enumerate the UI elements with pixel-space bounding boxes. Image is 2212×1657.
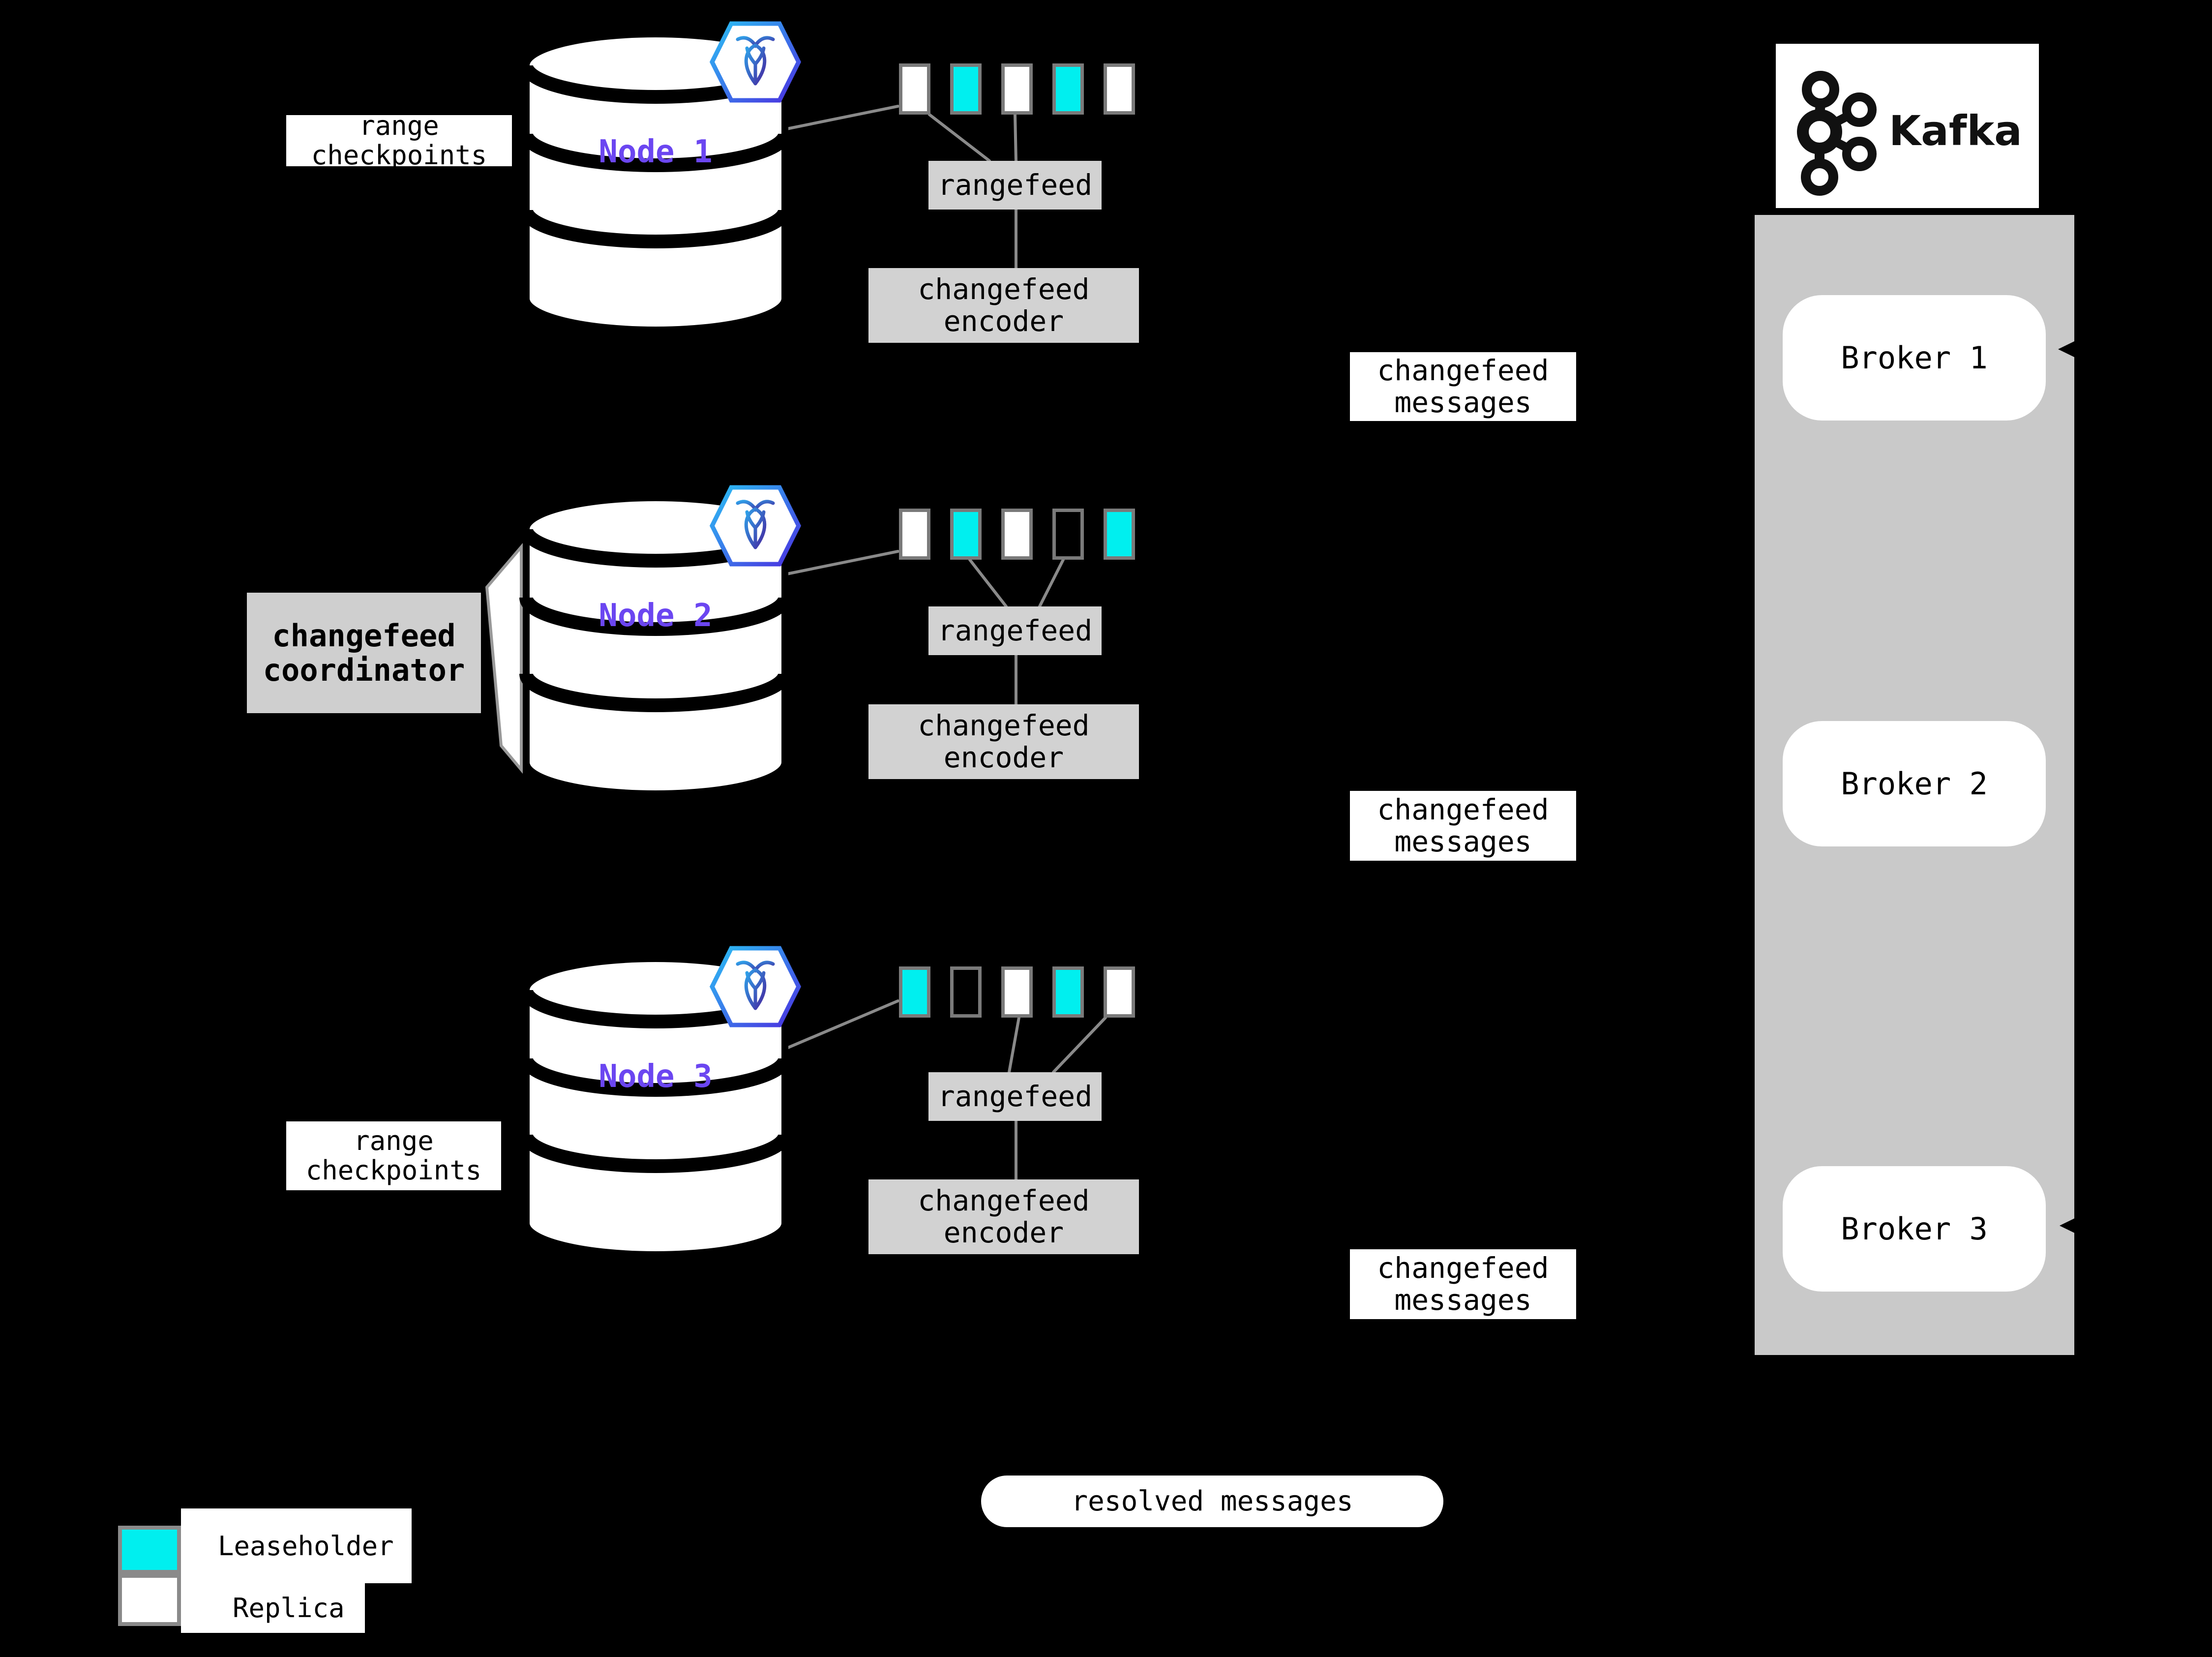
label-line: changefeed bbox=[272, 618, 456, 654]
range-square bbox=[1052, 509, 1084, 560]
legend-leaseholder-swatch bbox=[118, 1526, 181, 1574]
range-square bbox=[950, 63, 982, 115]
label-line: Replica bbox=[233, 1593, 345, 1624]
resolved-messages-label: resolved messages bbox=[1071, 1485, 1353, 1517]
kafka-logo-icon bbox=[1797, 71, 1877, 196]
arrowhead-into-broker1 bbox=[2058, 340, 2077, 359]
label-line: coordinator bbox=[263, 652, 465, 688]
label-line: messages bbox=[1394, 825, 1532, 858]
range-square bbox=[899, 509, 930, 560]
broker-label: Broker 3 bbox=[1841, 1211, 1988, 1247]
cockroachdb-hexagon-icon bbox=[712, 487, 799, 564]
label-line: messages bbox=[1394, 1283, 1532, 1317]
label-line: checkpoints bbox=[305, 1155, 482, 1186]
label-line: rangefeed bbox=[937, 1080, 1093, 1114]
label-line: changefeed bbox=[918, 1184, 1090, 1218]
broker-2-box: Broker 2 bbox=[1783, 721, 2046, 846]
label-line: range bbox=[354, 1125, 434, 1156]
changefeed-messages-label-node3: changefeed messages bbox=[1350, 1249, 1576, 1319]
label-line: rangefeed bbox=[937, 168, 1093, 202]
changefeed-encoder-box-node2: changefeed encoder bbox=[868, 704, 1139, 779]
rangefeed-box-node2: rangefeed bbox=[928, 606, 1102, 655]
label-line: checkpoints bbox=[311, 140, 487, 171]
range-square bbox=[1104, 509, 1135, 560]
label-line: changefeed bbox=[918, 709, 1090, 743]
range-square bbox=[899, 966, 930, 1018]
node2-label: Node 2 bbox=[598, 598, 713, 634]
changefeed-messages-label-node1: changefeed messages bbox=[1350, 352, 1576, 421]
resolved-messages-pill: resolved messages bbox=[981, 1476, 1443, 1527]
changefeed-messages-label-node2: changefeed messages bbox=[1350, 791, 1576, 861]
connector-lines-node3 bbox=[785, 999, 1107, 1181]
connector-lines-node2 bbox=[785, 550, 1065, 706]
coordinator-flag-shape bbox=[485, 542, 523, 774]
label-line: range bbox=[359, 110, 439, 141]
cockroachdb-hexagon-icon bbox=[712, 948, 799, 1025]
range-square bbox=[1052, 966, 1084, 1018]
broker-1-box: Broker 1 bbox=[1783, 295, 2046, 421]
range-square bbox=[1001, 63, 1033, 115]
broker-label: Broker 1 bbox=[1841, 340, 1988, 376]
kafka-wordmark: Kafka bbox=[1889, 107, 2022, 155]
label-line: changefeed bbox=[1377, 354, 1549, 388]
legend-leaseholder-label: Leaseholder bbox=[181, 1508, 412, 1583]
changefeed-coordinator-box: changefeed coordinator bbox=[247, 593, 481, 713]
range-square bbox=[1052, 63, 1084, 115]
range-square bbox=[1104, 966, 1135, 1018]
changefeed-encoder-box-node1: changefeed encoder bbox=[868, 268, 1139, 343]
range-square bbox=[1001, 509, 1033, 560]
rangefeed-box-node1: rangefeed bbox=[928, 161, 1102, 210]
label-line: Leaseholder bbox=[218, 1530, 394, 1562]
node1-label: Node 1 bbox=[598, 134, 713, 170]
range-square bbox=[1104, 63, 1135, 115]
label-line: changefeed bbox=[1377, 793, 1549, 827]
rangefeed-box-node3: rangefeed bbox=[928, 1072, 1102, 1121]
label-line: messages bbox=[1394, 386, 1532, 419]
range-checkpoints-label-node1: range checkpoints bbox=[286, 111, 512, 170]
legend-replica-label: Replica bbox=[181, 1583, 365, 1633]
arrowhead-into-broker3 bbox=[2060, 1216, 2079, 1235]
broker-label: Broker 2 bbox=[1841, 766, 1988, 802]
label-line: encoder bbox=[943, 1216, 1064, 1249]
broker-3-box: Broker 3 bbox=[1783, 1166, 2046, 1292]
changefeed-encoder-box-node3: changefeed encoder bbox=[868, 1179, 1139, 1254]
label-line: changefeed bbox=[918, 272, 1090, 306]
connector-lines-node1 bbox=[785, 105, 1017, 270]
label-line: changefeed bbox=[1377, 1251, 1549, 1285]
range-square bbox=[950, 966, 982, 1018]
label-line: encoder bbox=[943, 741, 1064, 774]
range-square bbox=[950, 509, 982, 560]
legend-replica-swatch bbox=[118, 1574, 181, 1626]
range-square bbox=[899, 63, 930, 115]
range-square bbox=[1001, 966, 1033, 1018]
cockroachdb-hexagon-icon bbox=[712, 24, 799, 100]
range-checkpoints-label-node3: range checkpoints bbox=[286, 1121, 501, 1190]
node3-label: Node 3 bbox=[598, 1058, 713, 1095]
label-line: rangefeed bbox=[937, 614, 1093, 648]
label-line: encoder bbox=[943, 304, 1064, 338]
